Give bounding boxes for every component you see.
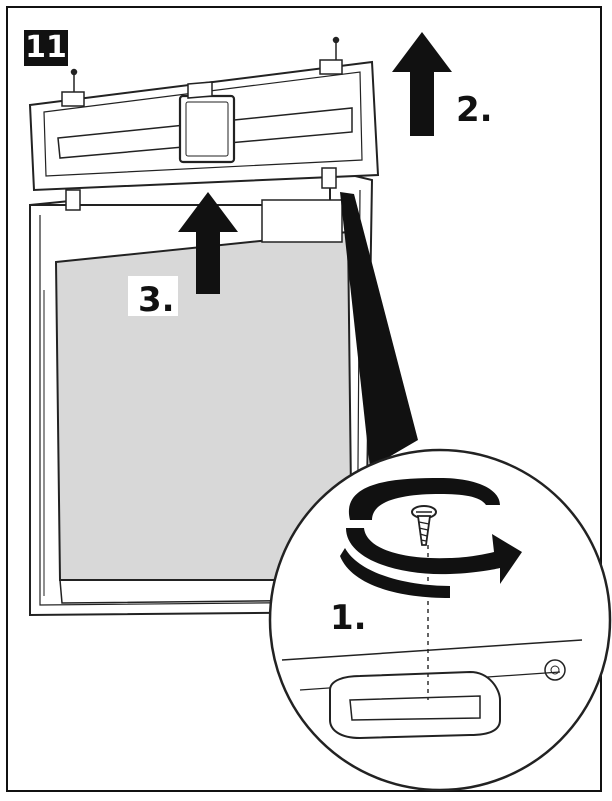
zoom-wedge: [340, 192, 418, 468]
top-cover: [28, 59, 380, 211]
step-3-label-bg: [128, 276, 178, 316]
rotation-arrow-icon: [340, 478, 522, 598]
diagram-frame: [6, 6, 602, 792]
step-label-3: 3.: [138, 280, 175, 320]
upper-inner-window: [261, 199, 343, 243]
step-number-badge: 11: [24, 30, 68, 66]
arrow-up-step-3: [178, 192, 238, 294]
cover-screw-right: [332, 36, 340, 60]
step-label-2: 2.: [456, 90, 493, 130]
magnified-detail: [268, 448, 612, 792]
cover-screw-left: [70, 68, 78, 92]
arrow-up-step-2: [392, 32, 452, 136]
step-label-1: 1.: [330, 598, 367, 638]
screw-icon: [411, 505, 437, 546]
